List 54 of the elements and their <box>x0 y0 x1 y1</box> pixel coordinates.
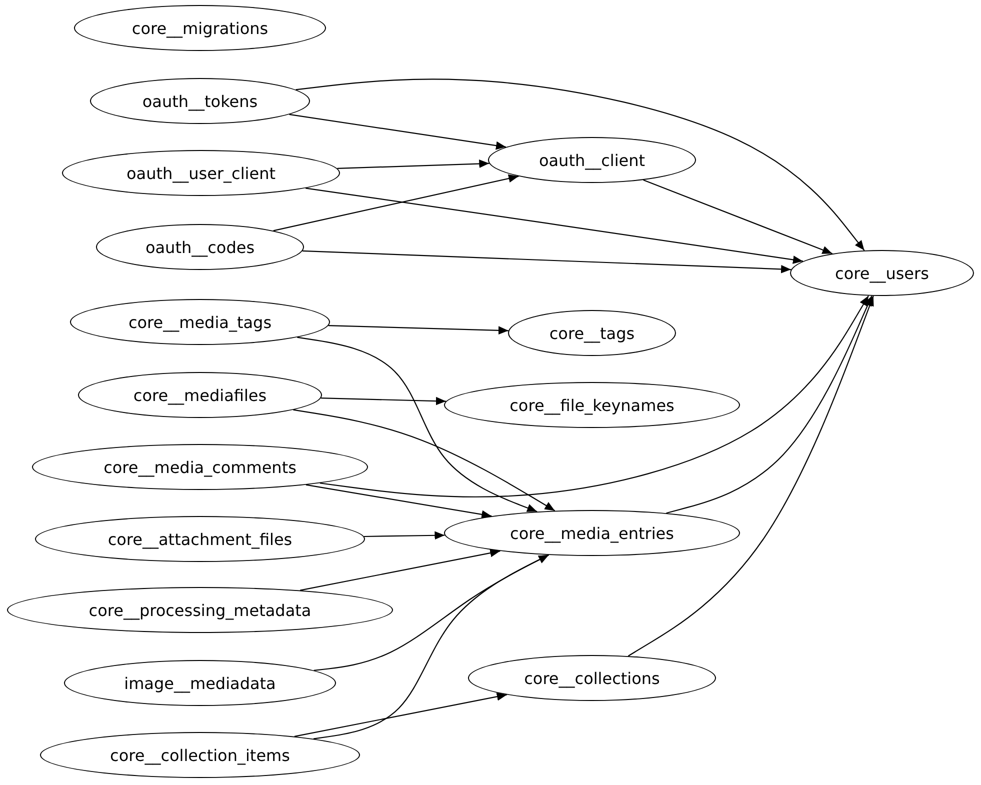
table-name: oauth__codes <box>145 238 255 256</box>
table-ellipse <box>35 516 365 562</box>
arrow <box>628 296 874 656</box>
table-name: core__media_tags <box>128 312 272 332</box>
arrow <box>320 295 869 498</box>
table-ellipse <box>488 137 696 183</box>
table-name: core__collections <box>524 668 660 688</box>
table-name: core__file_keynames <box>510 396 674 414</box>
table-name: core__tags <box>549 324 635 342</box>
table-name: oauth__client <box>538 150 646 170</box>
arrow <box>666 296 872 514</box>
table-ellipse <box>32 444 368 490</box>
table-name: core__migrations <box>132 18 268 38</box>
table-ellipse <box>64 660 336 706</box>
table-name: core__attachment_files <box>108 530 292 548</box>
table-ellipse <box>444 510 740 556</box>
arrow <box>289 114 506 150</box>
table-ellipse <box>468 655 716 701</box>
table-ellipse <box>40 732 360 778</box>
table-ellipse <box>62 150 340 196</box>
table-ellipse <box>90 78 310 124</box>
table-name: core__media_entries <box>510 524 674 542</box>
table-name: oauth__user_client <box>126 164 276 182</box>
table-ellipse <box>444 382 740 428</box>
table-name: core__mediafiles <box>133 386 267 404</box>
arrow <box>294 692 507 737</box>
arrow <box>313 554 549 740</box>
table-name: core__media_comments <box>104 458 296 476</box>
arrow <box>314 554 549 671</box>
arrow <box>306 188 804 264</box>
arrow <box>293 409 556 512</box>
arrow <box>320 396 446 406</box>
table-ellipse <box>508 310 676 356</box>
table-name: oauth__tokens <box>142 92 258 110</box>
table-name: image__mediadata <box>124 674 276 692</box>
arrow <box>643 180 833 254</box>
arrow <box>297 336 538 512</box>
table-ellipse <box>74 5 326 51</box>
table-name: core__users <box>835 264 929 282</box>
arrow <box>302 250 792 274</box>
table-name: core__collection_items <box>110 746 290 764</box>
arrow <box>273 174 519 232</box>
arrow <box>306 484 492 519</box>
arrow <box>337 160 490 170</box>
arrow <box>296 78 865 251</box>
table-ellipse <box>78 372 322 418</box>
table-ellipse <box>96 224 304 270</box>
table-ellipse <box>790 250 974 296</box>
arrow <box>364 531 445 540</box>
table-ellipse <box>7 587 393 633</box>
arrow <box>300 548 500 591</box>
table-ellipse <box>70 299 330 345</box>
table-name: core__processing_metadata <box>88 600 312 620</box>
arrow <box>328 325 508 335</box>
